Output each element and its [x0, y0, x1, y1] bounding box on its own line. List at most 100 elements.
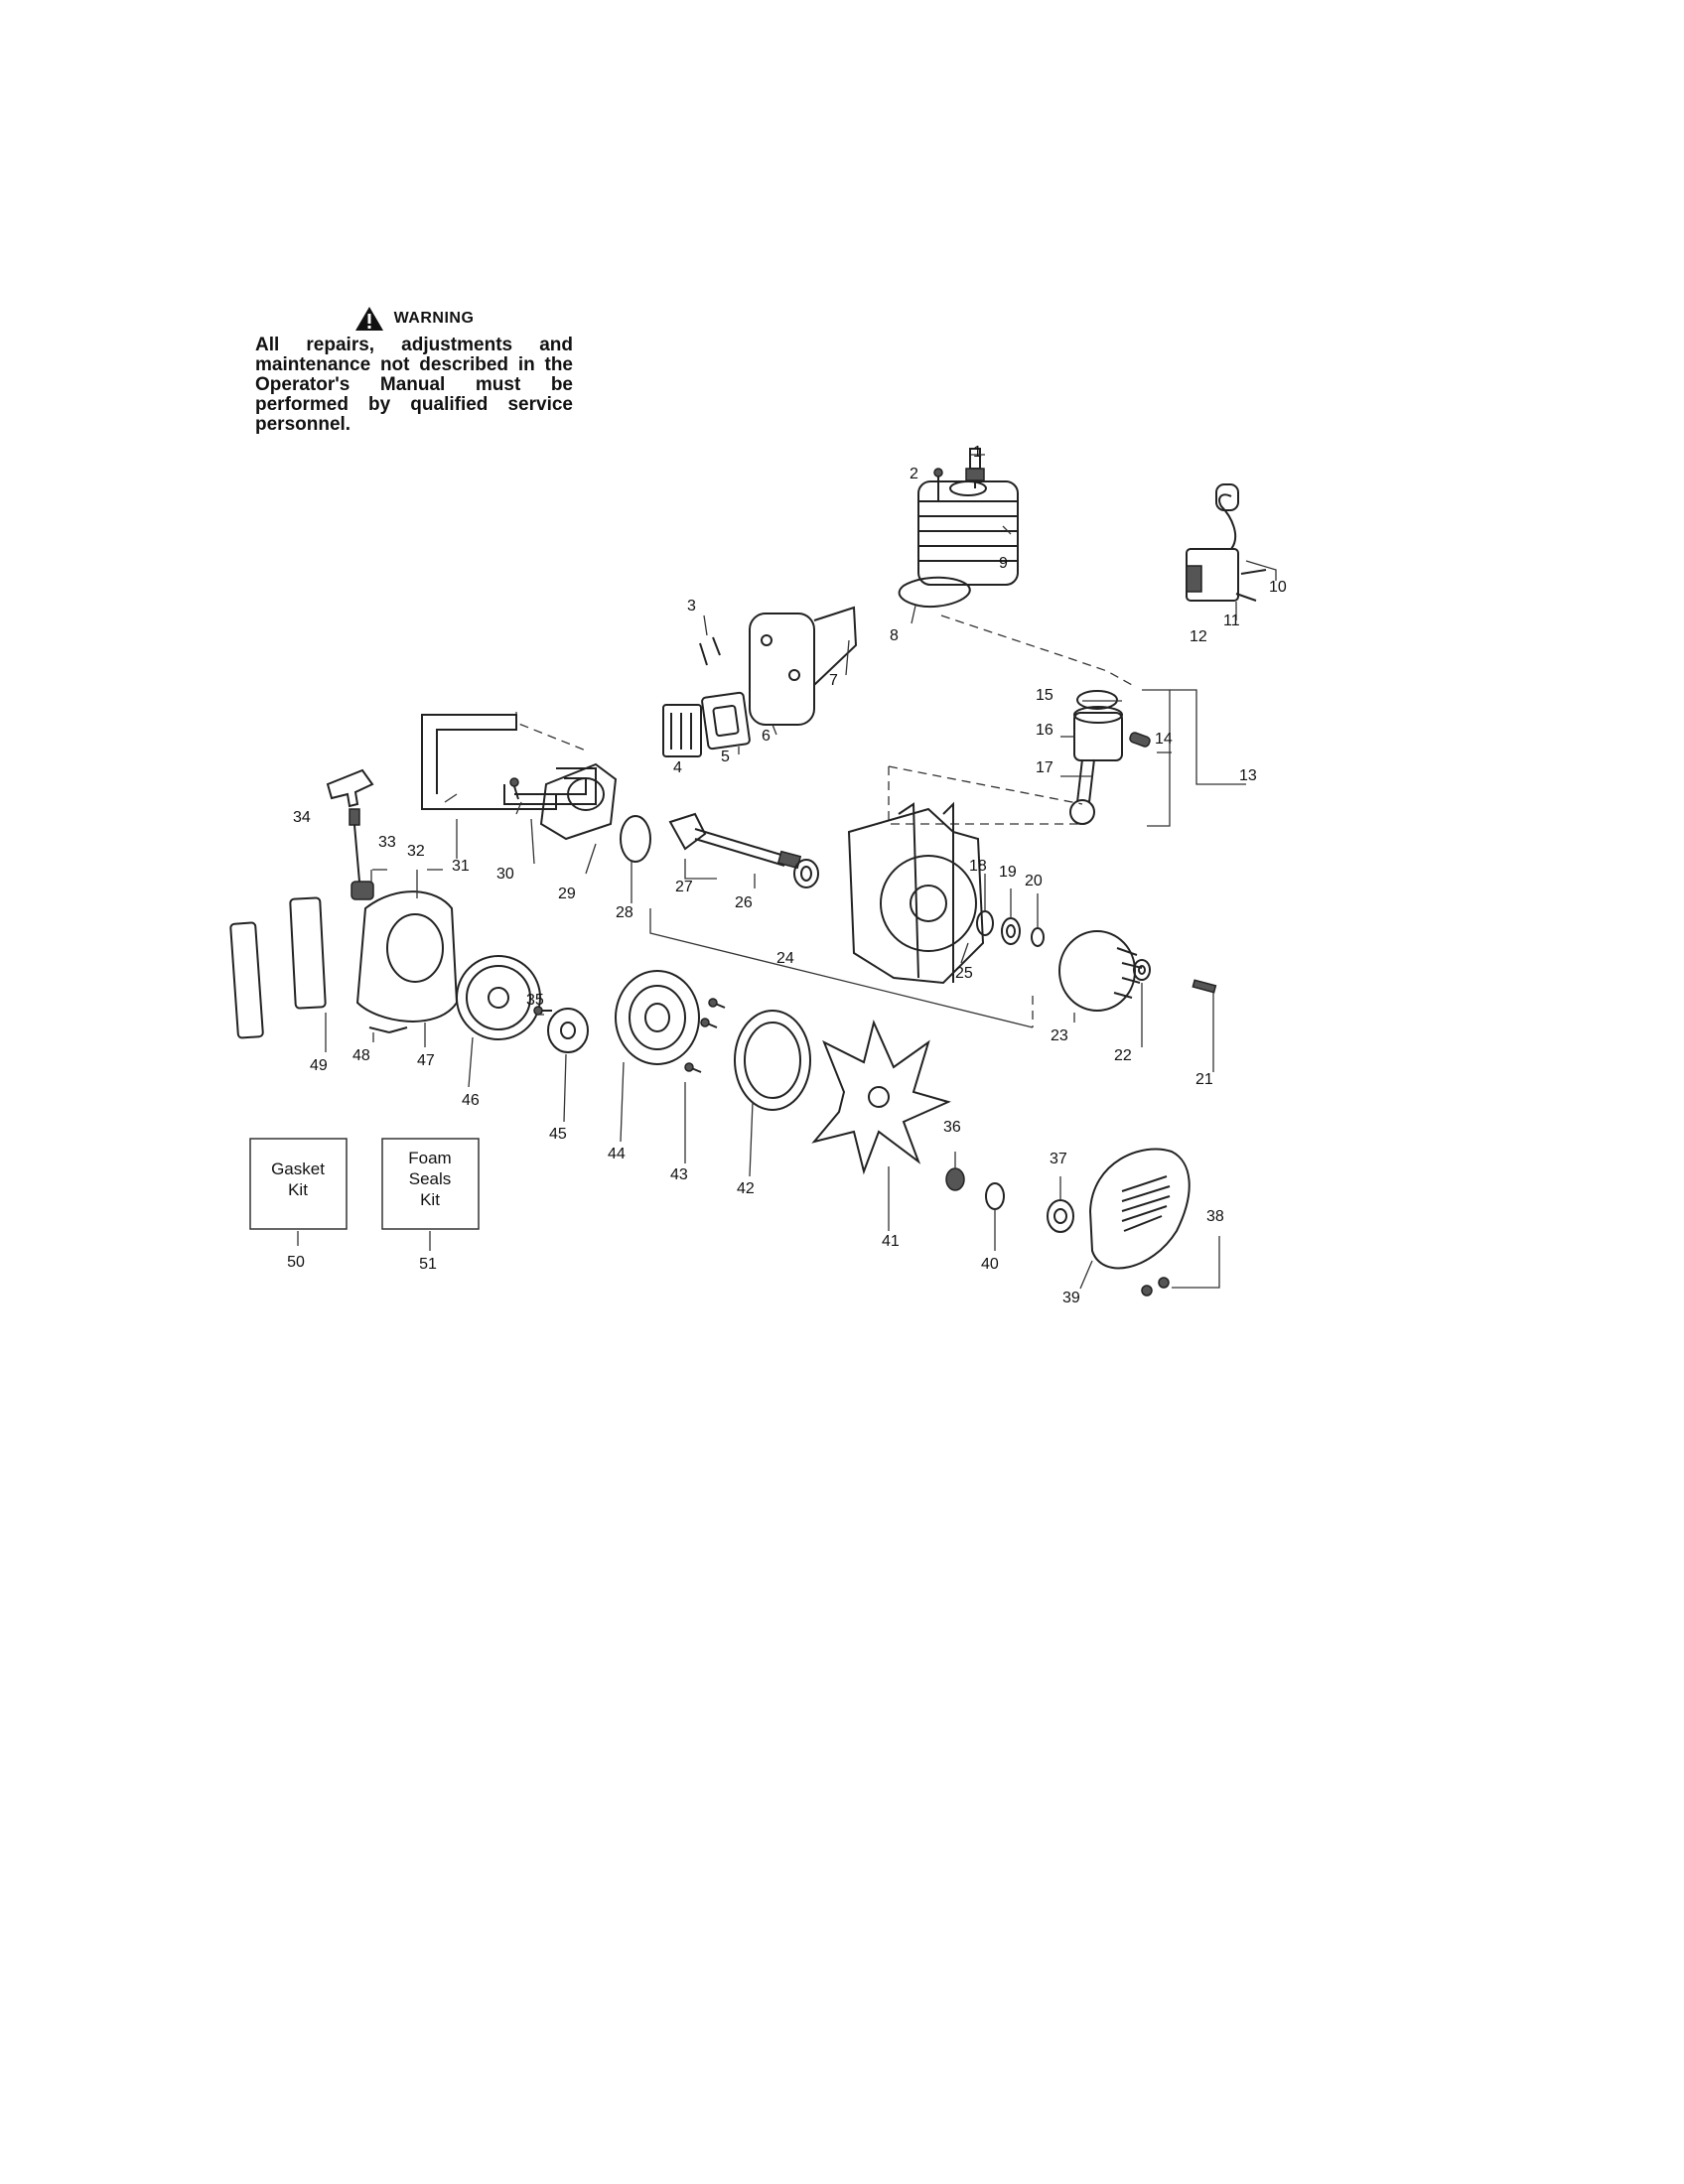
gasket-kit-number: 50 [287, 1254, 305, 1271]
cylinder-part [917, 480, 1019, 586]
starter-housing-part [355, 890, 459, 1023]
screw-30-part [509, 777, 519, 800]
washer-22-part [1133, 959, 1151, 981]
foam-seals-kit-line-2: Seals [409, 1169, 452, 1188]
callout-10: 10 [1269, 579, 1287, 596]
callout-48: 48 [352, 1047, 370, 1064]
callout-28: 28 [616, 904, 633, 921]
callout-3: 3 [687, 598, 696, 614]
callout-37: 37 [1050, 1151, 1067, 1167]
crankcase-part [847, 801, 985, 985]
key-21-part [1192, 979, 1217, 994]
screws-38-part [1141, 1277, 1170, 1297]
callout-26: 26 [735, 894, 753, 911]
callout-12: 12 [1190, 628, 1207, 645]
washer-40-part [985, 1182, 1005, 1210]
warning-header: WARNING [255, 306, 573, 332]
rope-guide-part [351, 881, 374, 900]
callout-44: 44 [608, 1146, 626, 1162]
callout-7: 7 [829, 672, 838, 689]
starter-pulley-part [456, 955, 541, 1040]
callout-43: 43 [670, 1166, 688, 1183]
screws-43-part [684, 998, 726, 1073]
callout-36: 36 [943, 1119, 961, 1136]
callout-20: 20 [1025, 873, 1043, 889]
callout-9: 9 [999, 555, 1008, 572]
callout-40: 40 [981, 1256, 999, 1273]
warning-title: WARNING [393, 310, 475, 327]
callout-17: 17 [1036, 759, 1053, 776]
callout-42: 42 [737, 1180, 755, 1197]
screws-48-part [368, 1026, 408, 1033]
callout-14: 14 [1155, 731, 1173, 748]
callout-numbers: 1 2 3 4 5 6 7 8 9 10 11 12 13 14 15 16 1… [293, 444, 1287, 1306]
callout-41: 41 [882, 1233, 900, 1250]
callout-32: 32 [407, 843, 425, 860]
callout-2: 2 [910, 466, 918, 482]
spark-arrestor-part [662, 704, 702, 757]
callout-33: 33 [378, 834, 396, 851]
callout-46: 46 [462, 1092, 480, 1109]
flywheel-part [1058, 930, 1143, 1012]
callout-13: 13 [1239, 767, 1257, 784]
nut-36-part [945, 1167, 965, 1191]
foam-seals-kit-box: Foam Seals Kit 51 [381, 1138, 480, 1273]
starter-handle-part [326, 768, 374, 826]
callout-21: 21 [1195, 1071, 1213, 1088]
callout-19: 19 [999, 864, 1017, 881]
muffler-bolts-part [699, 636, 721, 666]
callout-39: 39 [1062, 1290, 1080, 1306]
callout-15: 15 [1036, 687, 1053, 704]
piston-part [1073, 706, 1123, 761]
foam-seals-kit-number: 51 [419, 1256, 437, 1273]
callout-35: 35 [526, 992, 544, 1009]
bushing-37-part [1047, 1199, 1074, 1233]
foam-seals-kit-line-3: Kit [420, 1190, 440, 1209]
fan-cover-part [1088, 1148, 1191, 1270]
callout-1: 1 [973, 444, 982, 461]
callout-23: 23 [1051, 1027, 1068, 1044]
gasket-kit-box: Gasket Kit 50 [249, 1138, 348, 1271]
callout-16: 16 [1036, 722, 1053, 739]
washer-19-part [1001, 917, 1021, 945]
callout-4: 4 [673, 759, 682, 776]
callout-22: 22 [1114, 1047, 1132, 1064]
callout-45: 45 [549, 1126, 567, 1143]
callout-11: 11 [1223, 613, 1240, 629]
callout-5: 5 [721, 749, 730, 765]
leader-lines [297, 454, 1277, 1290]
warning-text: All repairs, adjustments and maintenance… [255, 335, 573, 435]
seal-18-part [976, 910, 994, 936]
callout-24: 24 [776, 950, 794, 967]
callout-29: 29 [558, 886, 576, 902]
foam-seals-part [229, 896, 327, 1039]
ignition-module-part [1186, 483, 1267, 602]
gasket-kit-line-1: Gasket [271, 1160, 325, 1178]
callout-25: 25 [955, 965, 973, 982]
seal-28-part [620, 815, 651, 863]
connecting-rod-part [1069, 758, 1095, 825]
screw-2-part [933, 468, 943, 501]
warning-triangle-icon [354, 307, 383, 331]
callout-49: 49 [310, 1057, 328, 1074]
callout-34: 34 [293, 809, 311, 826]
muffler-part [749, 606, 858, 726]
intake-housing-part [539, 762, 618, 841]
foam-seals-kit-line-1: Foam [408, 1149, 451, 1167]
washer-20-part [1031, 927, 1045, 947]
rewind-spring-part [615, 970, 700, 1065]
muffler-gasket-part [701, 691, 751, 751]
piston-ring-part [1076, 690, 1118, 710]
assembly-dashed-lines [515, 614, 1133, 1027]
warning-notice: WARNING All repairs, adjustments and mai… [255, 306, 573, 435]
crankshaft-part [668, 812, 802, 870]
starter-rope-part [353, 824, 360, 883]
piston-pin-part [1129, 732, 1151, 748]
callout-38: 38 [1206, 1208, 1224, 1225]
impeller-part [811, 1019, 951, 1175]
carburetor-adapter-part [421, 714, 557, 810]
fan-housing-plate-part [734, 1010, 811, 1111]
callout-18: 18 [969, 858, 987, 875]
